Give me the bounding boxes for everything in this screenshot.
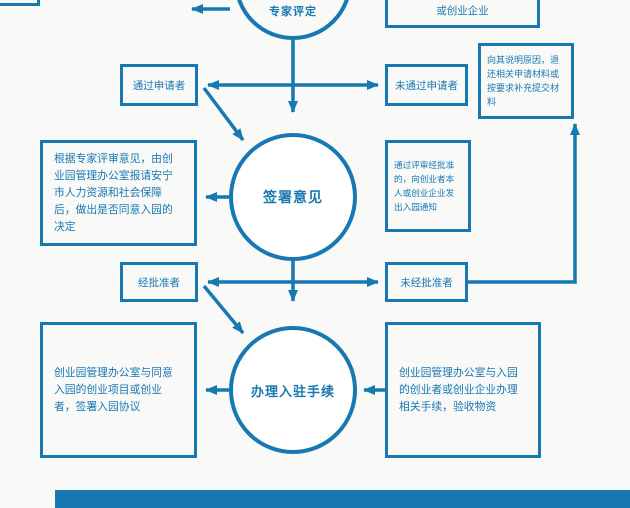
box-approved: 经批准者 xyxy=(120,262,198,302)
box-applicant-cutoff-label: 或创业企业 xyxy=(436,5,489,17)
box-applicant-cutoff: 或创业企业 xyxy=(385,0,540,28)
box-handle-procedures: 创业园管理办公室与入园的创业者或创业企业办理相关手续，验收物资 xyxy=(385,322,541,458)
node-expert-review-label: 专家评定 xyxy=(269,6,317,18)
arrow-approved-to-checkin xyxy=(202,284,245,335)
footer-bar-cutoff xyxy=(55,490,630,508)
node-checkin-label: 办理入驻手续 xyxy=(250,383,335,399)
box-topleft-cutoff xyxy=(0,0,40,6)
box-passed-applicants: 通过申请者 xyxy=(120,64,198,106)
box-explain-return-materials: 向其说明原因，退还相关申请材料或按要求补充提交材料 xyxy=(478,43,574,119)
arrow-notapproved-to-explain xyxy=(468,123,580,284)
box-not-approved: 未经批准者 xyxy=(385,262,468,302)
box-decision-process: 根据专家评审意见，由创业园管理办公室报请安宁市人力资源和社会保障后，做出是否同意… xyxy=(40,140,197,246)
box-sign-agreement: 创业园管理办公室与同意入园的创业项目或创业者，签署入园协议 xyxy=(40,322,197,458)
box-entry-notice: 通过评审经批准的，向创业者本人或创业企业发出入园通知 xyxy=(385,140,471,232)
node-sign-opinion-label: 签署意见 xyxy=(263,189,323,205)
node-checkin-circle: 办理入驻手续 xyxy=(229,326,357,454)
box-failed-applicants: 未通过申请者 xyxy=(385,64,468,106)
node-sign-opinion-circle: 签署意见 xyxy=(229,133,357,261)
arrow-pass-to-sign xyxy=(202,86,245,142)
